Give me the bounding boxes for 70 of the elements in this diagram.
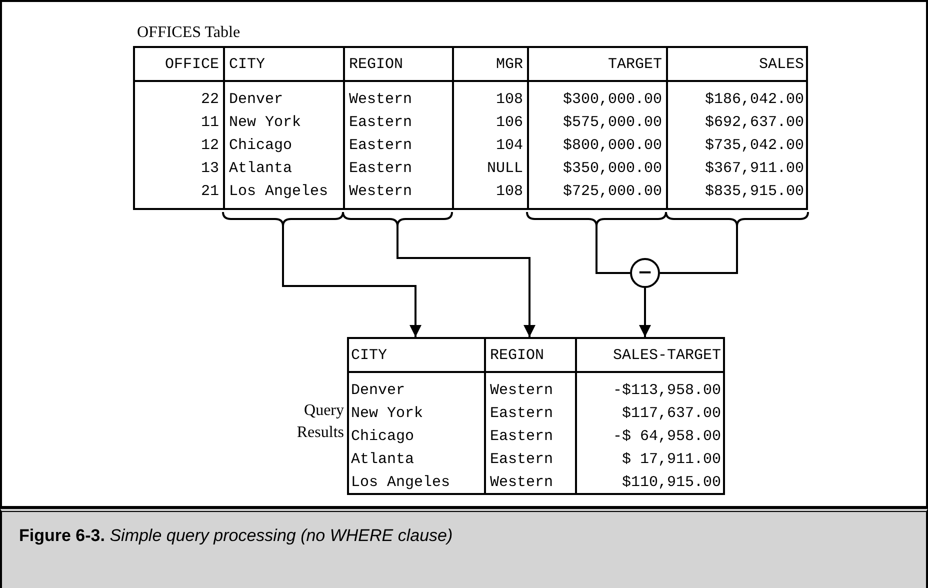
table-cell-text: Eastern bbox=[489, 427, 554, 447]
table-cell-text: NULL bbox=[486, 159, 524, 179]
table-cell-text: Denver bbox=[350, 381, 406, 401]
table-cell-text: New York bbox=[350, 404, 424, 424]
table-cell-text: 12 bbox=[200, 136, 220, 156]
table-column bbox=[484, 337, 575, 495]
table-cell-text: Eastern bbox=[348, 113, 414, 133]
column-header: SALES bbox=[668, 46, 808, 82]
table-cell-text: $735,042.00 bbox=[704, 136, 805, 156]
table-cell-text: Eastern bbox=[489, 404, 554, 424]
table-cell-text: New York bbox=[228, 113, 302, 133]
table-cell-text: 22 bbox=[200, 90, 220, 110]
column-header: SALES-TARGET bbox=[577, 337, 725, 373]
table-cell-text: Western bbox=[489, 381, 554, 401]
table-cell-text: 13 bbox=[200, 159, 220, 179]
table-column bbox=[343, 46, 452, 210]
column-header: REGION bbox=[345, 46, 452, 82]
operator-circle: − bbox=[630, 258, 660, 288]
table-column bbox=[452, 46, 527, 210]
table-cell-text: 11 bbox=[200, 113, 220, 133]
table-cell-text: Atlanta bbox=[350, 450, 416, 470]
table-cell-text: 108 bbox=[494, 182, 524, 202]
table-cell-text: $350,000.00 bbox=[562, 159, 663, 179]
column-header: TARGET bbox=[529, 46, 666, 82]
table-cell-text: Eastern bbox=[348, 159, 414, 179]
table-column bbox=[223, 46, 343, 210]
table-cell-text: $835,915.00 bbox=[704, 182, 805, 202]
arrow bbox=[396, 226, 536, 337]
table-cell-text: $ 17,911.00 bbox=[620, 450, 722, 470]
table-cell-text: $110,915.00 bbox=[620, 473, 722, 493]
table-cell-text: Denver bbox=[228, 90, 284, 110]
connector-line bbox=[596, 226, 630, 274]
table-cell-text: -$ 64,958.00 bbox=[612, 427, 722, 447]
table-cell-text: Chicago bbox=[350, 427, 416, 447]
table-cell-text: 106 bbox=[494, 113, 524, 133]
column-header: CITY bbox=[347, 337, 484, 373]
table-cell-text: $575,000.00 bbox=[562, 113, 663, 133]
table-cell-text: Western bbox=[348, 90, 414, 110]
table-column bbox=[575, 337, 725, 495]
table-cell-text: $367,911.00 bbox=[704, 159, 805, 179]
table-cell-text: $800,000.00 bbox=[562, 136, 663, 156]
table-cell-text: 21 bbox=[200, 182, 220, 202]
table-cell-text: 108 bbox=[494, 90, 524, 110]
connector-line bbox=[660, 226, 738, 274]
figure-caption: Figure 6-3. Simple query processing (no WHERE clause) bbox=[19, 526, 453, 546]
table-cell-text: 104 bbox=[494, 136, 524, 156]
table-cell-text: $300,000.00 bbox=[562, 90, 663, 110]
side-label: Query Results bbox=[296, 401, 344, 443]
table-cell-text: $692,637.00 bbox=[704, 113, 805, 133]
table-cell-text: Western bbox=[489, 473, 554, 493]
table-cell-text: Los Angeles bbox=[350, 473, 452, 493]
column-header: MGR bbox=[454, 46, 527, 82]
table-cell-text: Los Angeles bbox=[228, 182, 330, 202]
table-cell-text: $186,042.00 bbox=[704, 90, 805, 110]
table-cell-text: -$113,958.00 bbox=[612, 381, 722, 401]
column-header: OFFICE bbox=[133, 46, 223, 82]
column-header: REGION bbox=[486, 337, 575, 373]
table-cell-text: Eastern bbox=[348, 136, 414, 156]
table-cell-text: $117,637.00 bbox=[620, 404, 722, 424]
table-title: OFFICES Table bbox=[137, 24, 240, 42]
arrow bbox=[639, 288, 651, 337]
table-cell-text: Chicago bbox=[228, 136, 294, 156]
column-header: CITY bbox=[225, 46, 343, 82]
table-column bbox=[666, 46, 808, 210]
arrow bbox=[282, 226, 422, 337]
table-cell-text: Atlanta bbox=[228, 159, 294, 179]
table-cell-text: Western bbox=[348, 182, 414, 202]
table-column bbox=[527, 46, 666, 210]
table-cell-text: Eastern bbox=[489, 450, 554, 470]
table-cell-text: $725,000.00 bbox=[562, 182, 663, 202]
